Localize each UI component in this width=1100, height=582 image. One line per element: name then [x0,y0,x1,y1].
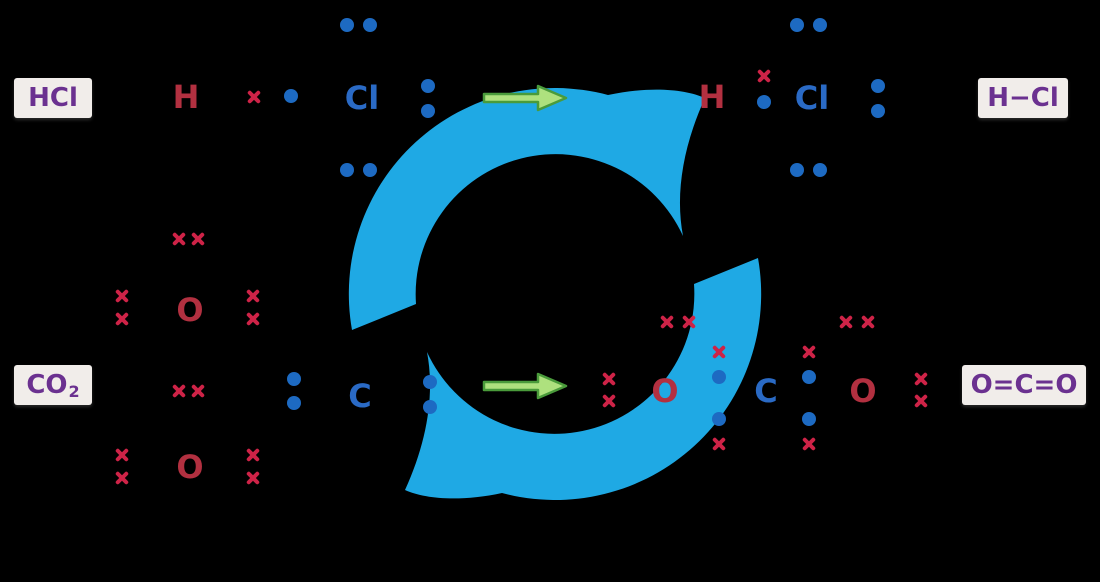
atom-label-o: O [176,448,204,486]
label-box-hcl-reactant: HCl [14,78,92,118]
electron-dot-icon [712,370,726,384]
arrow-shape [482,84,568,112]
electron-dot-icon [287,372,301,386]
cycle-swoosh-logo [348,88,762,500]
electron-cross-icon [171,231,187,247]
co2-subscript: 2 [68,381,80,401]
electron-cross-icon [801,344,817,360]
electron-cross-icon [190,231,206,247]
electron-dot-icon [871,104,885,118]
electron-cross-icon [114,311,130,327]
electron-cross-icon [601,393,617,409]
atom-label-o: O [176,291,204,329]
hcl-reactant-formula: HCl [28,83,78,113]
electron-dot-icon [423,375,437,389]
electron-cross-icon [711,436,727,452]
electron-cross-icon [171,383,187,399]
electron-cross-icon [838,314,854,330]
reaction-arrow-hcl [482,84,568,112]
electron-cross-icon [245,470,261,486]
hcl-product-formula: H−Cl [987,83,1059,113]
electron-cross-icon [245,311,261,327]
atom-label-cl: Cl [794,79,830,117]
arrow-shape [482,372,568,400]
electron-cross-icon [913,393,929,409]
electron-dot-icon [421,79,435,93]
electron-dot-icon [340,163,354,177]
label-box-co2-product: O=C=O [962,365,1086,405]
electron-cross-icon [756,68,772,84]
swoosh-top [348,88,706,330]
electron-cross-icon [114,288,130,304]
electron-cross-icon [245,447,261,463]
electron-cross-icon [681,314,697,330]
swoosh-bottom [404,258,762,500]
electron-cross-icon [860,314,876,330]
electron-cross-icon [659,314,675,330]
electron-cross-icon [114,447,130,463]
electron-dot-icon [287,396,301,410]
label-box-hcl-product: H−Cl [978,78,1068,118]
electron-cross-icon [913,371,929,387]
co2-reactant-formula: CO [26,370,68,400]
electron-dot-icon [363,163,377,177]
electron-cross-icon [711,344,727,360]
electron-dot-icon [421,104,435,118]
electron-dot-icon [813,163,827,177]
atom-label-o: O [849,372,877,410]
atom-label-h: H [172,78,200,116]
electron-dot-icon [871,79,885,93]
electron-dot-icon [790,18,804,32]
electron-dot-icon [802,412,816,426]
reaction-arrow-co2 [482,372,568,400]
electron-dot-icon [757,95,771,109]
electron-dot-icon [790,163,804,177]
electron-dot-icon [423,400,437,414]
electron-dot-icon [340,18,354,32]
electron-cross-icon [114,470,130,486]
electron-cross-icon [245,288,261,304]
electron-dot-icon [802,370,816,384]
co2-product-formula: O=C=O [970,370,1078,400]
atom-label-o: O [651,372,679,410]
electron-dot-icon [813,18,827,32]
atom-label-c: C [348,377,372,415]
electron-dot-icon [284,89,298,103]
atom-label-h: H [698,78,726,116]
electron-dot-icon [363,18,377,32]
atom-label-c: C [754,372,778,410]
electron-cross-icon [246,89,262,105]
atom-label-cl: Cl [344,79,380,117]
electron-cross-icon [801,436,817,452]
electron-cross-icon [601,371,617,387]
electron-cross-icon [190,383,206,399]
electron-dot-icon [712,412,726,426]
